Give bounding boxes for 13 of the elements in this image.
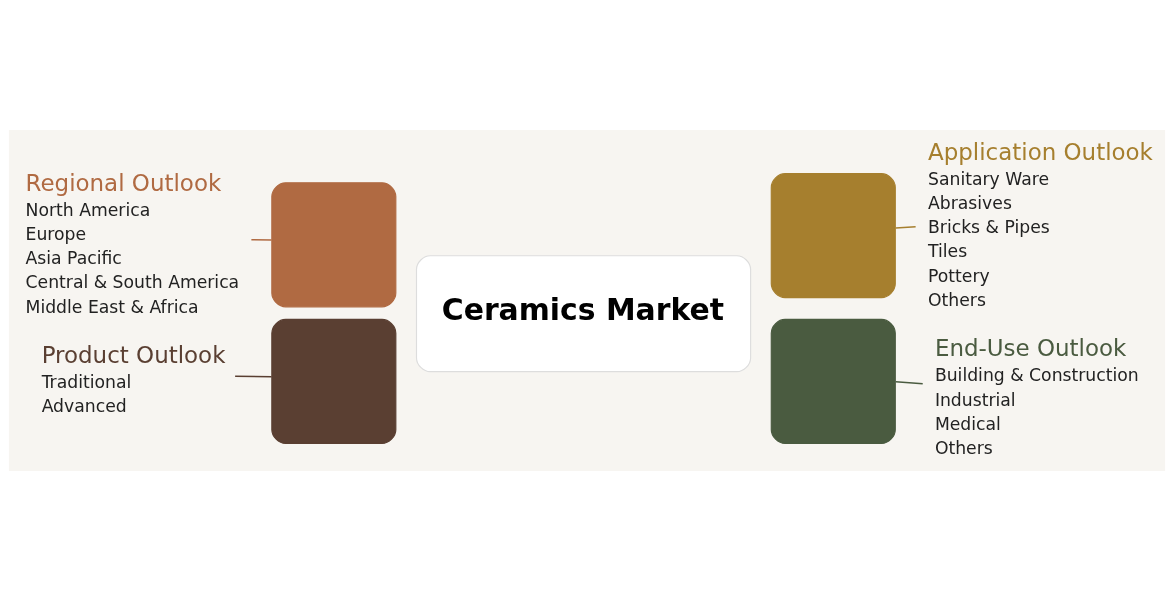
node-box bbox=[770, 318, 896, 444]
node-box bbox=[271, 182, 397, 308]
connector bbox=[895, 226, 917, 229]
node-text: End-Use Outlook Building & Construction Industrial Medical Others bbox=[934, 335, 1139, 458]
connector bbox=[234, 375, 273, 378]
node-text: Product Outlook Traditional Advanced bbox=[41, 342, 226, 417]
node-text: Regional Outlook North America Europe Asia Pacific Central & South America Middle East & Africa bbox=[25, 169, 240, 317]
connector bbox=[250, 239, 273, 241]
connector bbox=[895, 381, 924, 385]
node-text: Application Outlook Sanitary Ware Abrasives Bricks & Pipes Tiles Pottery Others bbox=[928, 138, 1153, 310]
node-box: Ceramics Market bbox=[415, 255, 752, 373]
node-box bbox=[770, 173, 896, 299]
node-box bbox=[271, 318, 397, 444]
